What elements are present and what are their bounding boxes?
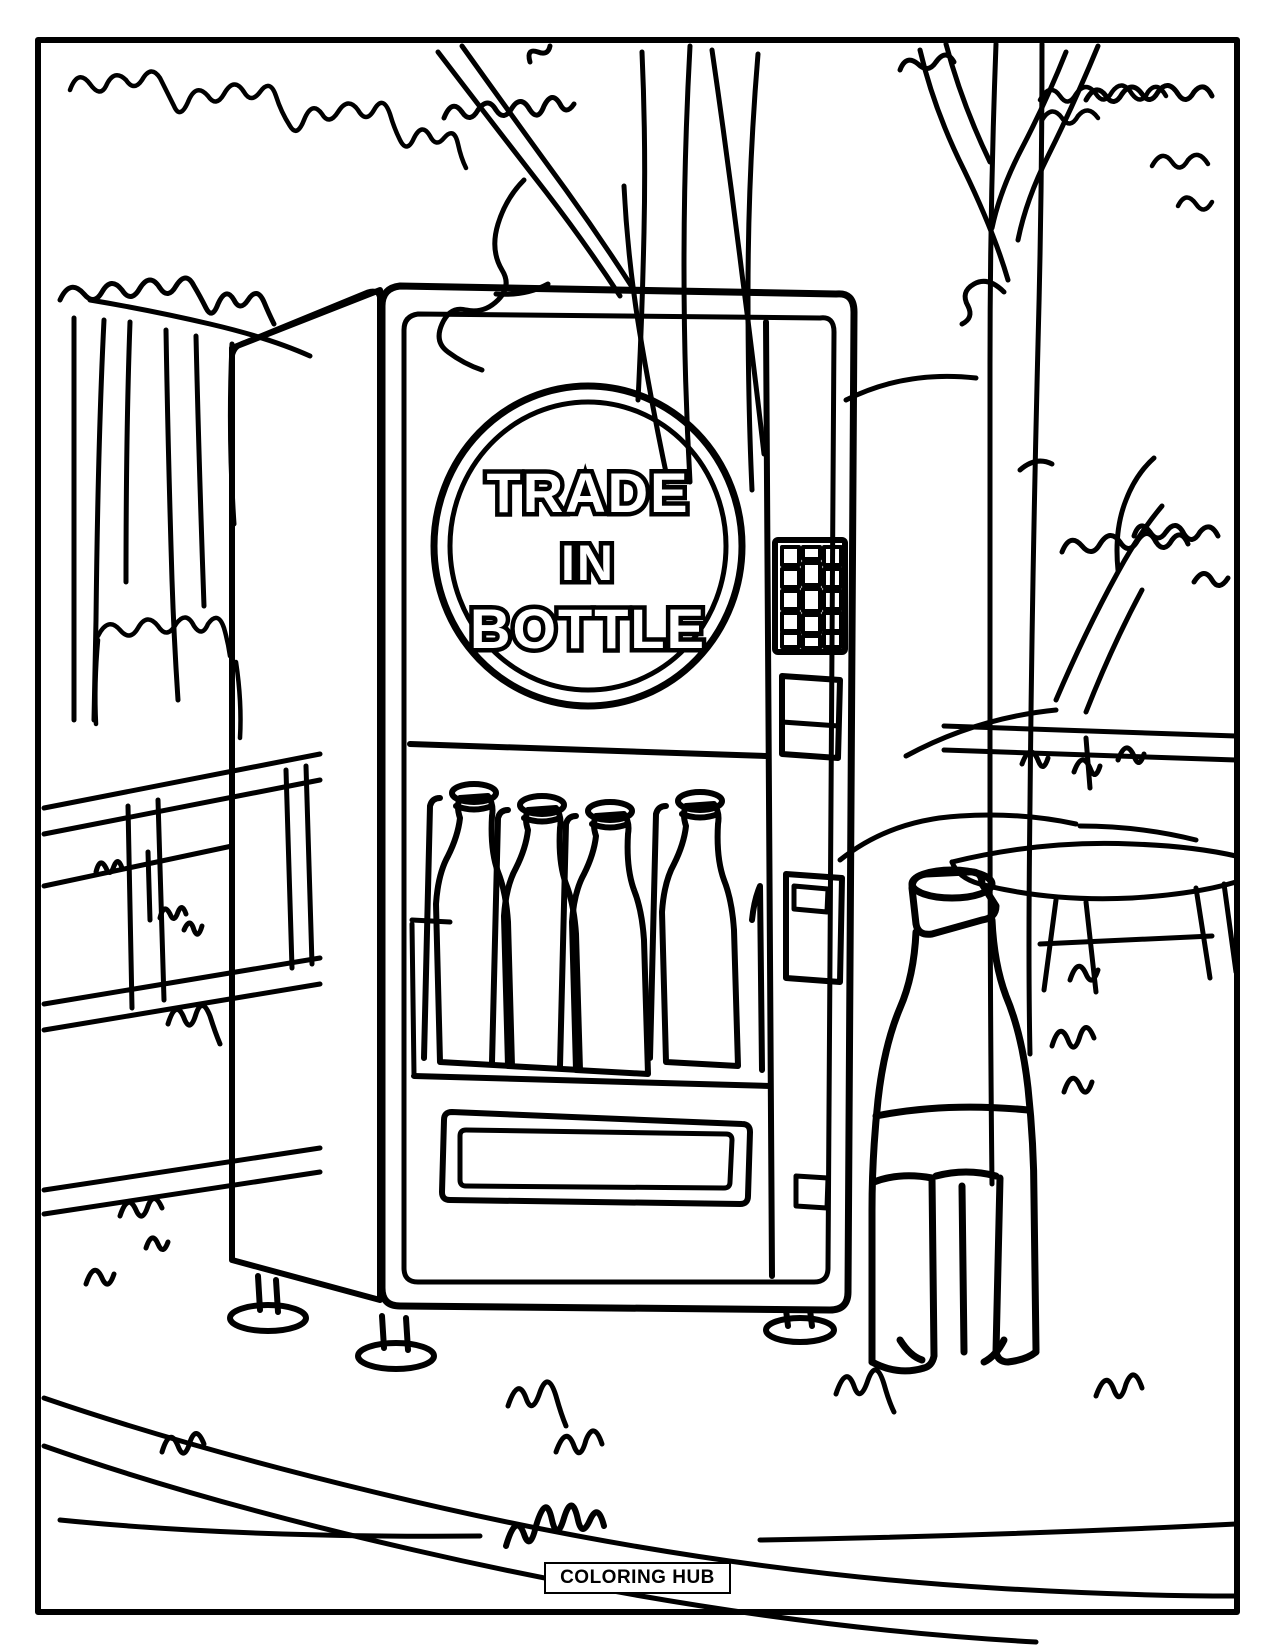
machine-display-window — [407, 741, 773, 1089]
machine-sign-text: TRADE IN BOTTLE — [466, 457, 709, 665]
tree-right-main — [897, 41, 1231, 1187]
ground-path — [41, 1395, 1239, 1645]
ground-squiggle — [503, 1502, 607, 1549]
machine-coin-slot[interactable] — [783, 871, 845, 985]
machine-coin-return[interactable] — [793, 1173, 831, 1211]
fence-left — [41, 751, 323, 1217]
machine-legs — [227, 1273, 837, 1372]
foliage-top-left — [67, 69, 469, 171]
foreground-bottle — [868, 866, 1040, 1375]
sign-line-3: BOTTLE — [470, 597, 706, 660]
window-bottles — [421, 781, 765, 1077]
sign-line-1: TRADE — [487, 461, 690, 524]
machine-control-divider — [763, 319, 775, 1279]
page-border — [35, 37, 1240, 1615]
machine-keypad[interactable] — [772, 537, 848, 655]
sign-line-2: IN — [561, 535, 615, 591]
tree-center — [435, 43, 767, 493]
machine-sign — [430, 382, 746, 710]
machine-dispenser-tray[interactable] — [439, 1109, 753, 1207]
machine-card-reader[interactable] — [779, 673, 843, 761]
foliage-right — [1037, 83, 1215, 212]
machine-front-bezel — [401, 311, 837, 1285]
bush-left — [93, 615, 243, 741]
machine-front-body — [378, 282, 858, 1314]
tree-left — [57, 275, 313, 723]
grass-tufts — [83, 745, 1147, 1456]
vending-machine[interactable] — [227, 282, 858, 1372]
